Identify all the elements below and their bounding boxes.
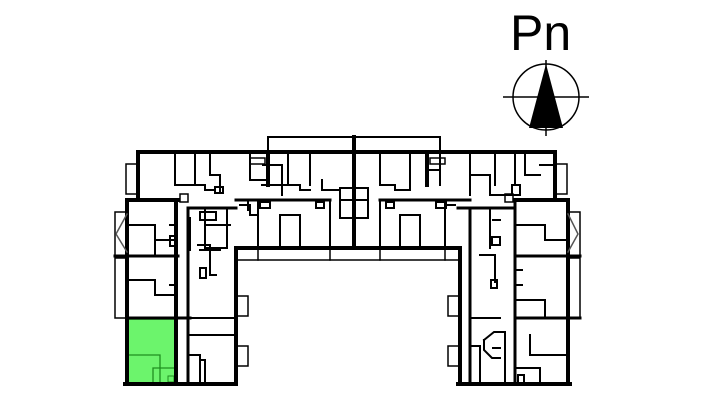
north-arrow-icon [503,60,589,136]
selected-unit[interactable] [126,318,177,384]
building-walls [113,135,582,386]
compass-label: Pn [510,5,572,61]
